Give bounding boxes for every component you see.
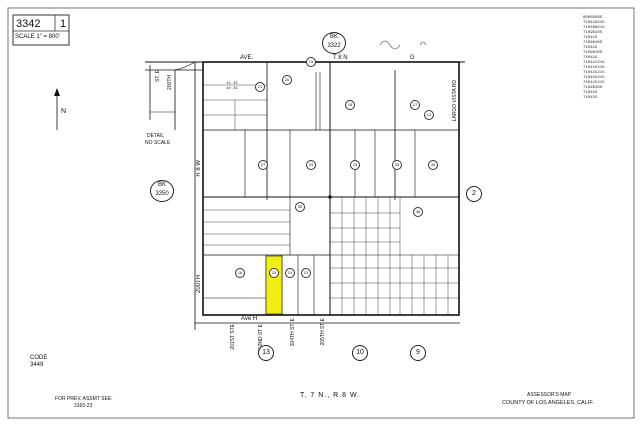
map-number: 3342 bbox=[16, 18, 41, 30]
county-label: COUNTY OF LOS ANGELES, CALIF. bbox=[502, 400, 594, 406]
note-line: 710418215 bbox=[583, 21, 605, 25]
road-201st: 201ST STE bbox=[230, 324, 236, 350]
note-line: 7109910S bbox=[583, 86, 603, 90]
parcel-circle: 16 bbox=[235, 268, 245, 278]
code-value: 3449 bbox=[30, 362, 44, 368]
detail-note: NO SCALE bbox=[145, 140, 171, 146]
parcel-circle: 20 bbox=[282, 75, 292, 85]
highlighted-parcel bbox=[265, 255, 283, 315]
road-st-e: ST. E bbox=[155, 70, 161, 82]
parcel-circle: 36 bbox=[413, 207, 423, 217]
parcel-circle: 27 bbox=[258, 160, 268, 170]
note-line: 710408215 bbox=[583, 26, 605, 30]
note-line: 710415 bbox=[583, 96, 598, 100]
road-200th: 200TH bbox=[196, 275, 202, 294]
parcel-circle: 34 bbox=[428, 160, 438, 170]
parcel-circle: 21 bbox=[255, 82, 265, 92]
note-line: 710415215 bbox=[583, 61, 605, 65]
note-line: 10 bbox=[226, 87, 231, 91]
road-205th: 205TH ST E bbox=[320, 318, 326, 346]
small-lot-grid bbox=[330, 197, 459, 315]
parcel-circle: 12 bbox=[424, 110, 434, 120]
book-ref-left-label: BK bbox=[157, 182, 166, 188]
book-ref-left: BK 3350 bbox=[150, 180, 174, 202]
note-line: 710415215 bbox=[583, 81, 605, 85]
parcel-circle: 23 bbox=[350, 160, 360, 170]
road-g: G bbox=[410, 55, 415, 61]
parcel-circle: 35 bbox=[295, 202, 305, 212]
note-line: 11 bbox=[226, 82, 231, 86]
prev-assessment-value: 3165-23 bbox=[74, 403, 93, 409]
adjacent-map-2: 2 bbox=[466, 186, 482, 202]
book-ref-top-label: BK bbox=[329, 34, 338, 40]
parcel-circle: 17 bbox=[410, 100, 420, 110]
road-200th-detail: 200TH bbox=[167, 75, 173, 91]
parcel-circle: 33 bbox=[392, 160, 402, 170]
note-line: 7109910S bbox=[583, 31, 603, 35]
note-line: 710415 bbox=[583, 46, 598, 50]
parcel-circle: 24 bbox=[306, 160, 316, 170]
township-label: T. 7 N., R.8 W. bbox=[300, 392, 361, 399]
detail-label: DETAIL bbox=[147, 133, 165, 139]
adjacent-map-13: 13 bbox=[258, 345, 274, 361]
note-line: 7109910S bbox=[583, 41, 603, 45]
right-notes: 9006550S 710418215 710408215 7109910S 71… bbox=[583, 16, 605, 101]
road-204th: 204TH ST. E bbox=[290, 318, 296, 347]
note-line: 9006550S bbox=[583, 16, 603, 20]
parcel-circle: 15 bbox=[269, 268, 279, 278]
road-t8n: T 8 N bbox=[333, 55, 348, 61]
note-line: 710415215 bbox=[583, 66, 605, 70]
note-line: 710415 bbox=[583, 91, 598, 95]
note-line: 7109910S bbox=[583, 51, 603, 55]
note-line: 710415215 bbox=[583, 71, 605, 75]
north-label: N bbox=[61, 108, 67, 115]
book-ref-left-number: 3350 bbox=[155, 191, 169, 197]
page-number: 1 bbox=[60, 18, 67, 30]
map-title: ASSESSOR'S MAP bbox=[527, 392, 572, 398]
note-line: 710415215 bbox=[583, 76, 605, 80]
parcel-circle: 19 bbox=[306, 57, 316, 67]
book-ref-top-number: 3322 bbox=[327, 43, 341, 49]
book-ref-top: BK 3322 bbox=[322, 32, 346, 54]
code-label: CODE bbox=[30, 355, 48, 361]
parcel-notes-top-left: 11 AC 10 AC bbox=[226, 82, 239, 91]
prev-assessment-label: FOR PREV. ASSMT SEE: bbox=[55, 396, 113, 402]
road-largo-vista: LARGO VISTA RD bbox=[452, 80, 458, 122]
note-line: 710415 bbox=[583, 56, 598, 60]
parcel-circle: 13 bbox=[301, 268, 311, 278]
road-r8w: R 8 W bbox=[196, 160, 202, 177]
note-line: 710415 bbox=[583, 36, 598, 40]
parcel-circle: 18 bbox=[345, 100, 355, 110]
road-ave-h: Ave H bbox=[241, 316, 258, 322]
road-ave-i: AVE. bbox=[240, 55, 254, 61]
adjacent-map-9: 9 bbox=[410, 345, 426, 361]
adjacent-map-10: 10 bbox=[352, 345, 368, 361]
parcel-circle: 14 bbox=[285, 268, 295, 278]
scale-label: SCALE 1" = 800' bbox=[15, 34, 60, 40]
